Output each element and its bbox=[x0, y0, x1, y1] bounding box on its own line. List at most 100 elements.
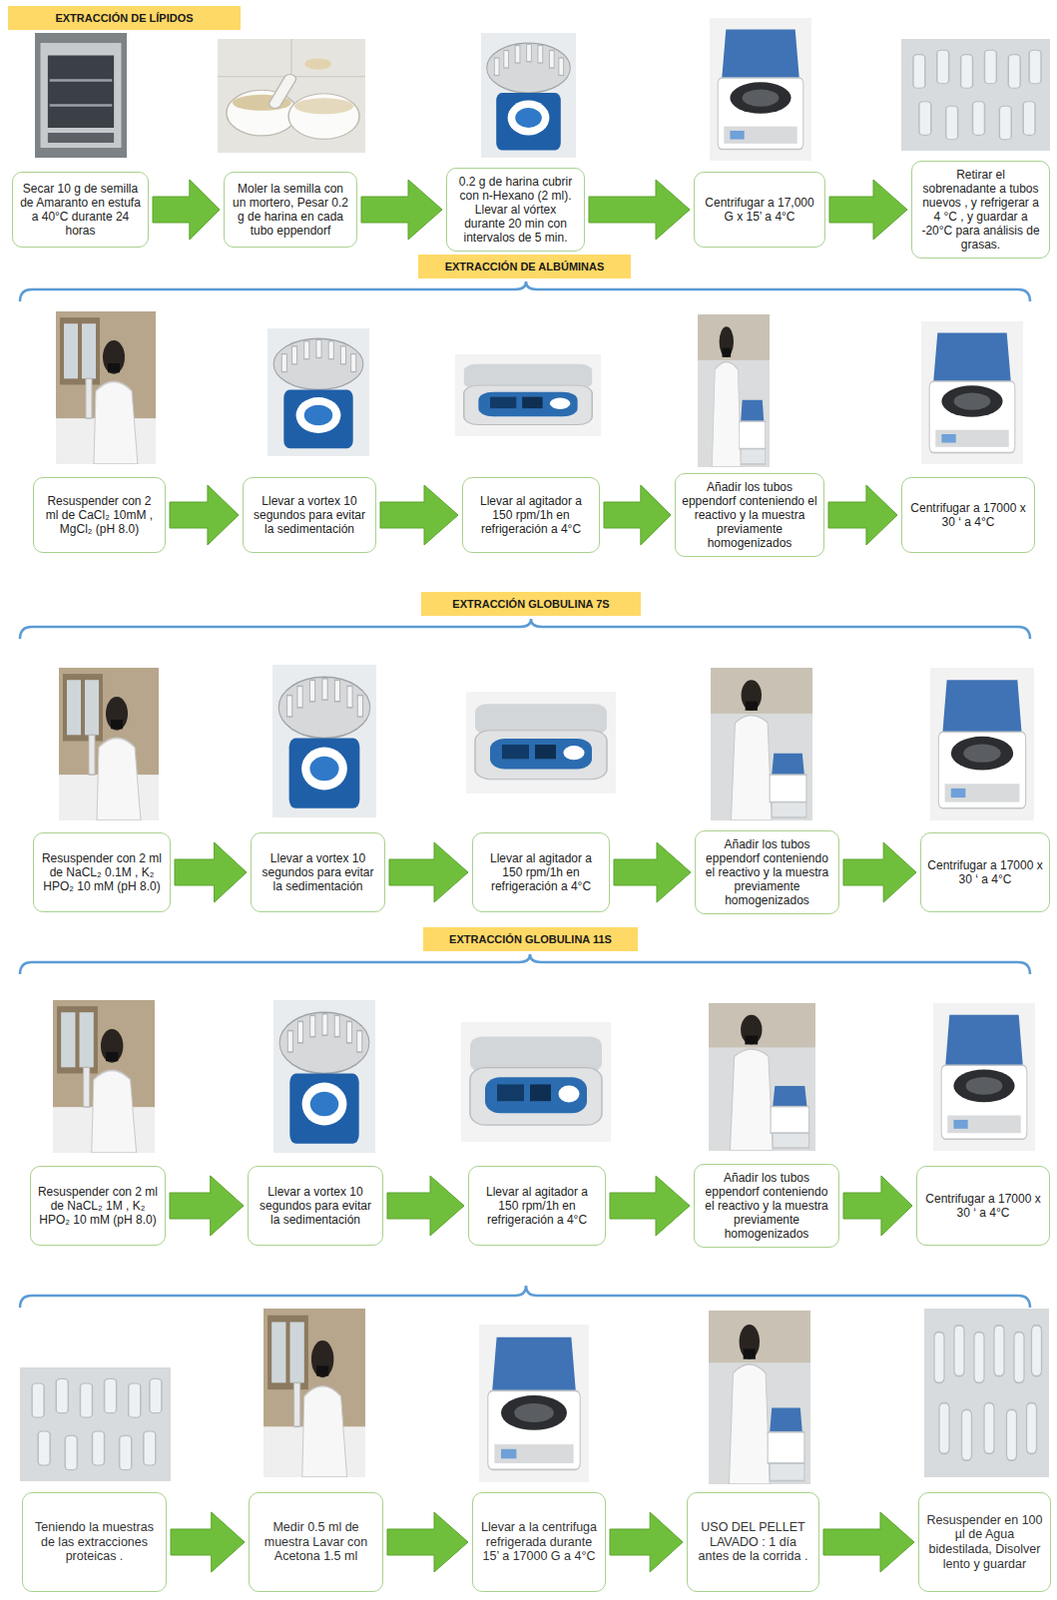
process-box: Teniendo la muestras de las extracciones… bbox=[21, 1492, 167, 1592]
photo-shaker bbox=[461, 1022, 611, 1142]
process-box: Llevar a vortex 10 segundos para evitar … bbox=[242, 477, 377, 553]
process-box: Llevar al agitador a 150 rpm/1h en refri… bbox=[468, 1165, 606, 1246]
photo-centrifuge bbox=[479, 1324, 589, 1483]
process-box: Llevar a vortex 10 segundos para evitar … bbox=[247, 1165, 384, 1246]
photo-person bbox=[263, 1308, 366, 1478]
flow-arrow bbox=[387, 1512, 469, 1573]
section-bracket bbox=[19, 281, 1031, 302]
flow-arrow bbox=[380, 485, 459, 545]
process-box: Centrifugar a 17,000 G x 15’ a 4°C bbox=[693, 171, 826, 248]
photo-tubes bbox=[19, 1367, 171, 1482]
box-text: Centrifugar a 17000 x 30 ‘ a 4°C bbox=[927, 858, 1044, 887]
process-box: Centrifugar a 17000 x 30 ‘ a 4°C bbox=[920, 832, 1051, 913]
photo-shaker bbox=[466, 691, 616, 794]
photo-person bbox=[55, 311, 156, 465]
photo-person bbox=[710, 667, 813, 821]
section-header: EXTRACCIÓN DE ALBÚMINAS bbox=[418, 254, 631, 279]
flow-arrow bbox=[174, 842, 247, 903]
photo-vortex bbox=[267, 328, 370, 457]
box-text: Medir 0.5 ml de muestra Lavar con Aceton… bbox=[255, 1520, 377, 1565]
flow-arrow bbox=[588, 179, 690, 240]
process-box: Añadir los tubos eppendorf conteniendo e… bbox=[693, 1163, 840, 1249]
flow-arrow bbox=[389, 842, 469, 903]
box-text: Llevar al agitador a 150 rpm/1h en refri… bbox=[475, 1184, 599, 1227]
process-box: Resuspender con 2 ml de NaCL₂ 0.1M , K₂ … bbox=[32, 832, 171, 913]
flow-arrow bbox=[843, 842, 917, 903]
process-box: Resuspender en 100 µl de Agua bidestilad… bbox=[918, 1492, 1052, 1592]
photo-tubes bbox=[924, 1308, 1050, 1478]
flow-arrow bbox=[843, 1175, 913, 1236]
box-text: Retirar el sobrenadante a tubos nuevos ,… bbox=[918, 167, 1044, 253]
flow-arrow bbox=[169, 485, 239, 545]
box-text: 0.2 g de harina cubrir con n-Hexano (2 m… bbox=[453, 174, 578, 246]
box-text: Llevar a la centrifuga refrigerada duran… bbox=[479, 1520, 599, 1565]
photo-vortex bbox=[481, 32, 576, 158]
box-text: Centrifugar a 17000 x 30 ‘ a 4°C bbox=[908, 501, 1029, 529]
photo-shaker bbox=[455, 354, 601, 437]
photo-person bbox=[708, 1310, 811, 1485]
process-box: Añadir los tubos eppendorf conteniendo e… bbox=[694, 830, 840, 916]
flow-arrow bbox=[361, 179, 443, 240]
process-box: Medir 0.5 ml de muestra Lavar con Aceton… bbox=[248, 1492, 384, 1592]
box-text: Resuspender con 2 ml de NaCL₂ 1M , K₂ HP… bbox=[36, 1184, 159, 1227]
box-text: EXTRACCIÓN DE LÍPIDOS bbox=[13, 11, 235, 25]
box-text: EXTRACCIÓN GLOBULINA 7S bbox=[427, 597, 635, 611]
photo-vortex bbox=[273, 1000, 376, 1153]
photo-centrifuge bbox=[921, 321, 1024, 465]
section-header: EXTRACCIÓN GLOBULINA 7S bbox=[421, 591, 641, 616]
photo-person bbox=[708, 1003, 816, 1151]
bracket-group bbox=[19, 281, 1031, 1308]
box-text: Centrifugar a 17,000 G x 15’ a 4°C bbox=[700, 195, 819, 224]
flow-arrow bbox=[152, 179, 220, 240]
photo-centrifuge bbox=[933, 1003, 1036, 1151]
box-text: Secar 10 g de semilla de Amaranto en est… bbox=[18, 181, 142, 239]
process-box: Resuspender con 2 ml de NaCL₂ 1M , K₂ HP… bbox=[29, 1165, 166, 1246]
photo-oven bbox=[34, 32, 127, 158]
box-text: Llevar a vortex 10 segundos para evitar … bbox=[249, 494, 370, 536]
photo-vortex bbox=[272, 664, 377, 818]
process-box: Centrifugar a 17000 x 30 ‘ a 4°C bbox=[901, 477, 1036, 553]
flow-arrow bbox=[828, 485, 898, 545]
photo-person bbox=[52, 1000, 155, 1153]
flow-arrow bbox=[170, 1512, 245, 1573]
box-text: Moler la semilla con un mortero, Pesar 0… bbox=[230, 181, 351, 239]
section-header: EXTRACCIÓN DE LÍPIDOS bbox=[7, 5, 241, 30]
photo-centrifuge bbox=[930, 667, 1035, 821]
box-text: Llevar a vortex 10 segundos para evitar … bbox=[254, 1184, 377, 1227]
photo-person bbox=[697, 314, 770, 468]
process-box: Resuspender con 2 ml de CaCl₂ 10mM , MgC… bbox=[32, 477, 166, 553]
box-text: Añadir los tubos eppendorf conteniendo e… bbox=[700, 1170, 833, 1242]
box-text: Resuspender con 2 ml de NaCL₂ 0.1M , K₂ … bbox=[39, 851, 164, 894]
photo-group bbox=[19, 17, 1051, 1485]
flow-arrow bbox=[603, 485, 671, 545]
box-text: Añadir los tubos eppendorf conteniendo e… bbox=[681, 480, 818, 551]
section-header: EXTRACCIÓN GLOBULINA 11S bbox=[423, 927, 638, 952]
process-box: Llevar a vortex 10 segundos para evitar … bbox=[250, 832, 386, 913]
process-box: USO DEL PELLET LAVADO : 1 día antes de l… bbox=[686, 1492, 820, 1592]
flow-arrow bbox=[823, 1512, 915, 1573]
box-text: EXTRACCIÓN DE ALBÚMINAS bbox=[424, 260, 625, 274]
box-text: Resuspender con 2 ml de CaCl₂ 10mM , MgC… bbox=[39, 494, 159, 536]
flow-arrow bbox=[609, 1512, 683, 1573]
process-box: Llevar al agitador a 150 rpm/1h en refri… bbox=[462, 477, 600, 553]
box-text: Llevar a vortex 10 segundos para evitar … bbox=[257, 851, 379, 894]
box-text: Teniendo la muestras de las extracciones… bbox=[28, 1520, 160, 1565]
flow-arrow bbox=[169, 1175, 244, 1236]
box-text: USO DEL PELLET LAVADO : 1 día antes de l… bbox=[693, 1520, 813, 1565]
box-text: Centrifugar a 17000 x 30 ‘ a 4°C bbox=[923, 1191, 1044, 1220]
process-box: Secar 10 g de semilla de Amaranto en est… bbox=[11, 171, 149, 248]
process-box: 0.2 g de harina cubrir con n-Hexano (2 m… bbox=[446, 167, 585, 253]
section-bracket bbox=[19, 1285, 1031, 1308]
flow-arrow bbox=[613, 842, 691, 903]
flow-arrow bbox=[387, 1175, 465, 1236]
process-box: Moler la semilla con un mortero, Pesar 0… bbox=[223, 171, 358, 248]
flow-arrow bbox=[829, 179, 908, 240]
photo-person bbox=[58, 667, 159, 821]
photo-tubes bbox=[901, 38, 1051, 151]
process-box: Centrifugar a 17000 x 30 ‘ a 4°C bbox=[916, 1165, 1051, 1246]
box-text: EXTRACCIÓN GLOBULINA 11S bbox=[429, 933, 632, 947]
process-box: Llevar a la centrifuga refrigerada duran… bbox=[472, 1492, 606, 1592]
box-text: Llevar al agitador a 150 rpm/1h en refri… bbox=[479, 851, 603, 894]
section-bracket bbox=[19, 618, 1031, 639]
